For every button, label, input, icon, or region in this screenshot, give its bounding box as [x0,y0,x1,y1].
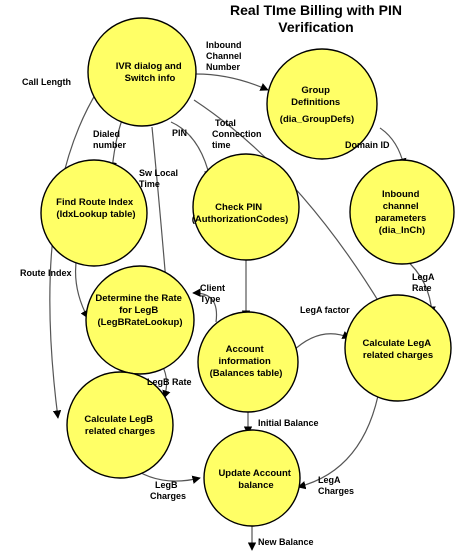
process-group-definitions-label-3: (dia_GroupDefs) [280,114,354,125]
process-determine-rate-circle [85,265,195,375]
process-ivr-dialog: IVR dialog and Switch info [87,17,197,127]
flow-label-initial-balance: Initial Balance [258,418,319,428]
svg-text:Account information: Account information (Balances table) [210,344,283,379]
process-update-account: Update Account balance [203,429,301,527]
flow-label-new-balance: New Balance [258,537,314,547]
process-inbound-channel-label-3: parameters [375,213,426,224]
process-group-definitions-circle [266,48,378,160]
process-ivr-dialog-label-2: Switch info [125,73,176,84]
title-line-1: Real TIme Billing with PIN [230,2,402,18]
flow-label-legb-charges: LegB Charges [150,480,186,501]
process-calculate-lega-circle [344,294,452,402]
process-account-information: Account information (Balances table) [197,311,299,413]
svg-text:Group Definitions: Group Definitions (dia_GroupDefs) [280,85,354,125]
process-calculate-legb-label-2: related charges [85,426,155,437]
process-find-route-index-label-1: Find Route Index [56,197,134,208]
diagram-title: Real TIme Billing with PIN Verification [196,2,436,36]
flow-label-sw-local-time: Sw Local Time [139,168,181,189]
process-calculate-lega-label-1: Calculate LegA [363,338,432,349]
process-find-route-index-label-2: (IdxLookup table) [56,209,135,220]
process-check-pin-label-2: (AuthorizationCodes) [192,214,289,225]
flow-label-domain-id: Domain ID [345,140,390,150]
svg-text:IVR dialog and Switch in: IVR dialog and Switch info [116,61,185,84]
process-check-pin: Check PIN (AuthorizationCodes) [192,153,300,261]
svg-text:Check PIN (Authorization: Check PIN (AuthorizationCodes) [192,202,289,225]
process-group-definitions: Group Definitions (dia_GroupDefs) [266,48,378,160]
process-inbound-channel: Inbound channel parameters (dia_InCh) [349,159,455,265]
process-group-definitions-label-1: Group [301,85,330,96]
process-check-pin-label-1: Check PIN [215,202,262,213]
process-account-information-label-2: information [219,356,271,367]
svg-text:Calculate LegA related c: Calculate LegA related charges [363,338,434,361]
flow-label-lega-rate: LegA Rate [412,272,437,293]
flow-ivr-to-group [195,73,269,91]
process-calculate-legb: Calculate LegB related charges [66,371,174,479]
process-group-definitions-label-2: Definitions [291,97,340,108]
process-account-information-circle [197,311,299,413]
process-update-account-circle [203,429,301,527]
svg-text:Update Account balance: Update Account balance [218,468,293,491]
process-update-account-label-1: Update Account [218,468,291,479]
process-update-account-label-2: balance [238,480,273,491]
flow-label-total-connection-time: Total Connection time [212,118,264,150]
flow-label-route-index: Route Index [20,268,72,278]
flow-label-lega-factor: LegA factor [300,305,350,315]
title-line-2: Verification [278,19,354,35]
flow-account-to-rate [192,288,218,323]
flow-label-legb-rate: LegB Rate [147,377,192,387]
process-calculate-lega-label-2: related charges [363,350,433,361]
process-find-route-index: Find Route Index (IdxLookup table) [40,159,148,267]
flow-labels: Inbound Channel Number Call Length Diale… [20,40,437,547]
process-calculate-lega: Calculate LegA related charges [344,294,452,402]
process-determine-rate: Determine the Rate for LegB (LegBRateLoo… [85,265,195,375]
flow-label-lega-charges: LegA Charges [318,475,354,496]
process-inbound-channel-label-1: Inbound [382,189,420,200]
process-determine-rate-label-3: (LegBRateLookup) [98,317,183,328]
process-find-route-index-circle [40,159,148,267]
process-inbound-channel-label-4: (dia_InCh) [379,225,425,236]
flow-label-pin: PIN [172,128,187,138]
process-determine-rate-label-2: for LegB [119,305,158,316]
process-account-information-label-1: Account [226,344,265,355]
svg-text:Find Route Index (IdxLoo: Find Route Index (IdxLookup table) [56,197,136,220]
process-calculate-legb-circle [66,371,174,479]
process-inbound-channel-label-2: channel [383,201,419,212]
svg-text:Determine the Rate for L: Determine the Rate for LegB (LegBRateLoo… [95,293,184,328]
flow-account-to-lega-calc [291,331,351,353]
process-account-information-label-3: (Balances table) [210,368,283,379]
process-check-pin-circle [192,153,300,261]
flow-lega-calc-to-update [297,385,381,490]
process-determine-rate-label-1: Determine the Rate [95,293,182,304]
svg-text:Inbound channel pa: Inbound channel parameters (dia_InCh) [375,189,429,236]
flow-label-inbound-channel-number: Inbound Channel Number [206,40,244,72]
flow-label-client-type: Client Type [200,283,228,304]
process-calculate-legb-label-1: Calculate LegB [84,414,153,425]
process-inbound-channel-circle [349,159,455,265]
svg-text:Calculate LegB related c: Calculate LegB related charges [84,414,155,437]
process-ivr-dialog-circle [87,17,197,127]
flow-label-call-length: Call Length [22,77,71,87]
process-ivr-dialog-label-1: IVR dialog and [116,61,182,72]
flow-ivr-to-rate [151,126,170,283]
flow-label-dialed-number: Dialed number [93,129,127,150]
